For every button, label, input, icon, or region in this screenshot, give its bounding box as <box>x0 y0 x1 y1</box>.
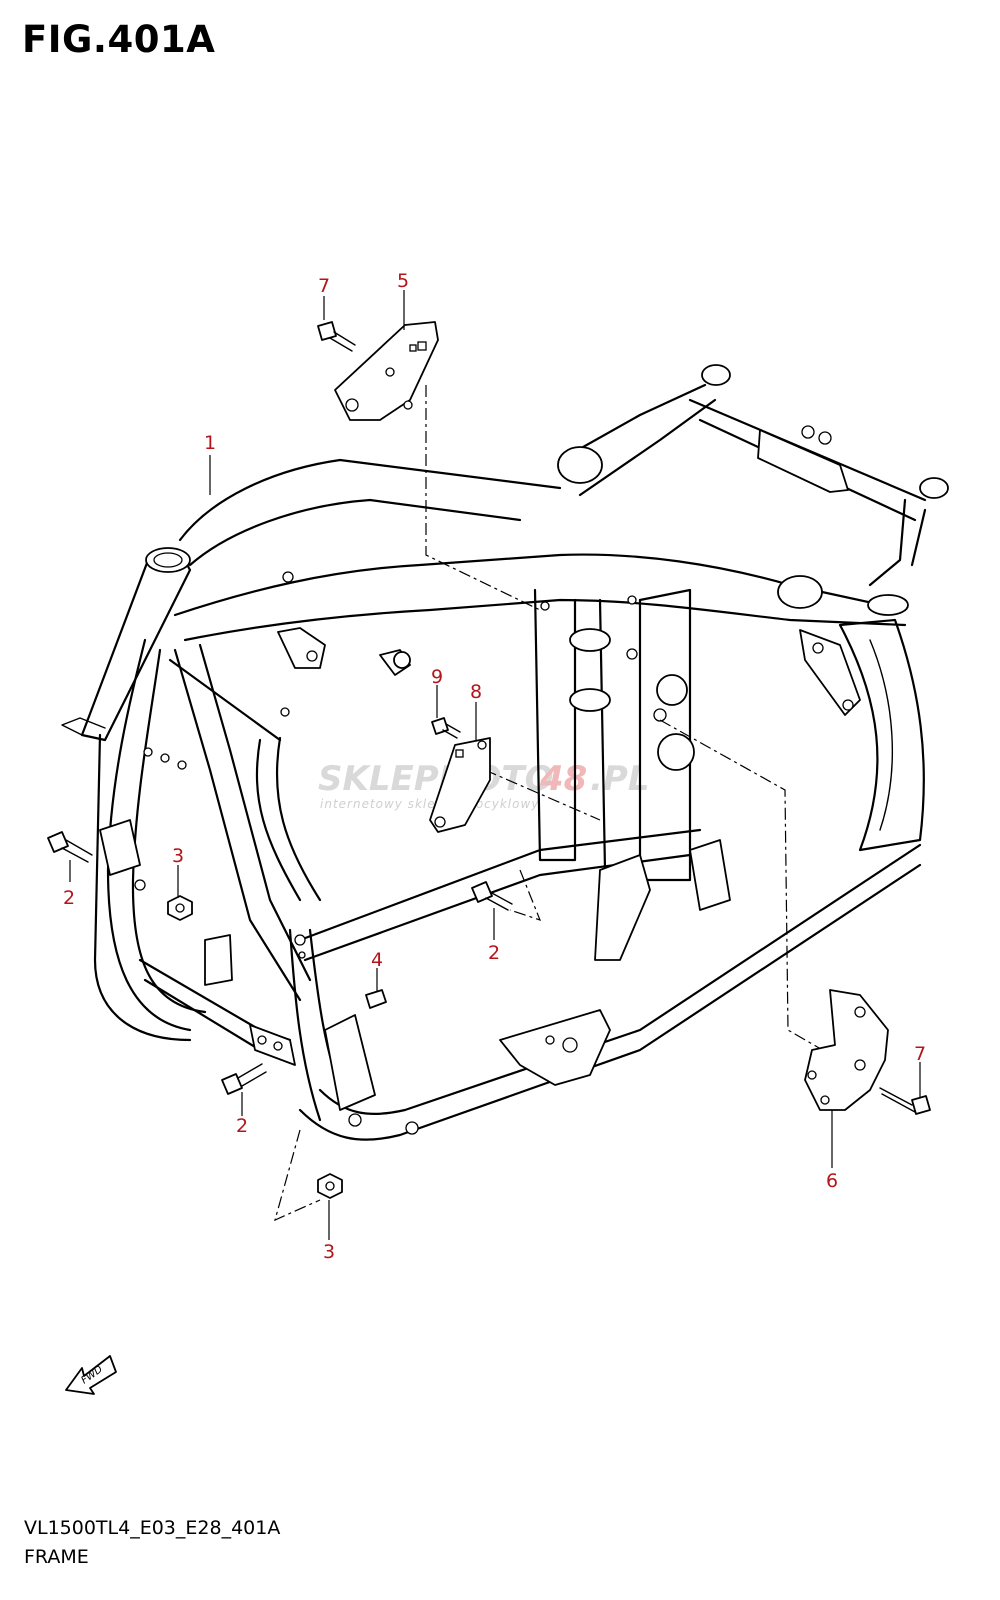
callout-7-lower: 7 <box>914 1043 926 1065</box>
callout-3-lower: 3 <box>323 1241 335 1263</box>
callout-8: 8 <box>470 681 482 703</box>
bolt-part-9 <box>431 717 461 739</box>
bolt-part-7-upper <box>317 321 356 352</box>
callout-2-center: 2 <box>488 942 500 964</box>
nut-part-3-lower <box>317 1173 343 1199</box>
figure-code: VL1500TL4_E03_E28_401A <box>24 1517 281 1539</box>
watermark-tagline: internetowy sklep motocyklowy <box>320 797 539 811</box>
callout-4: 4 <box>371 949 383 971</box>
callout-2-lower: 2 <box>236 1115 248 1137</box>
nut-part-3-upper <box>167 895 193 921</box>
install-lines <box>274 385 841 1222</box>
bolt-part-2-left <box>47 831 93 863</box>
callout-3-upper: 3 <box>172 845 184 867</box>
fwd-arrow-icon: FWD <box>65 1355 117 1395</box>
bolt-part-7-lower <box>879 1087 931 1115</box>
callout-6: 6 <box>826 1170 838 1192</box>
callout-5: 5 <box>397 270 409 292</box>
bracket-part-5 <box>334 321 439 421</box>
figure-name: FRAME <box>24 1546 89 1568</box>
watermark-brand-accent: 48 <box>539 759 587 799</box>
callout-9: 9 <box>431 666 443 688</box>
callout-1: 1 <box>204 432 216 454</box>
leader-lines <box>69 290 921 1240</box>
frame-part-1 <box>61 364 949 1141</box>
cap-part-4 <box>365 989 387 1009</box>
bracket-part-6 <box>804 989 889 1111</box>
watermark-brand: SKLEPMOTO <box>318 759 553 799</box>
bolt-part-2-center <box>471 881 513 911</box>
callouts: 1 2 2 2 3 3 4 5 6 7 7 8 9 <box>63 270 926 1263</box>
callout-7-upper: 7 <box>318 275 330 297</box>
callout-2-left: 2 <box>63 887 75 909</box>
bolt-part-2-lower <box>221 1063 267 1095</box>
plate-part-8 <box>429 737 491 833</box>
figure-title: FIG.401A <box>22 18 216 61</box>
